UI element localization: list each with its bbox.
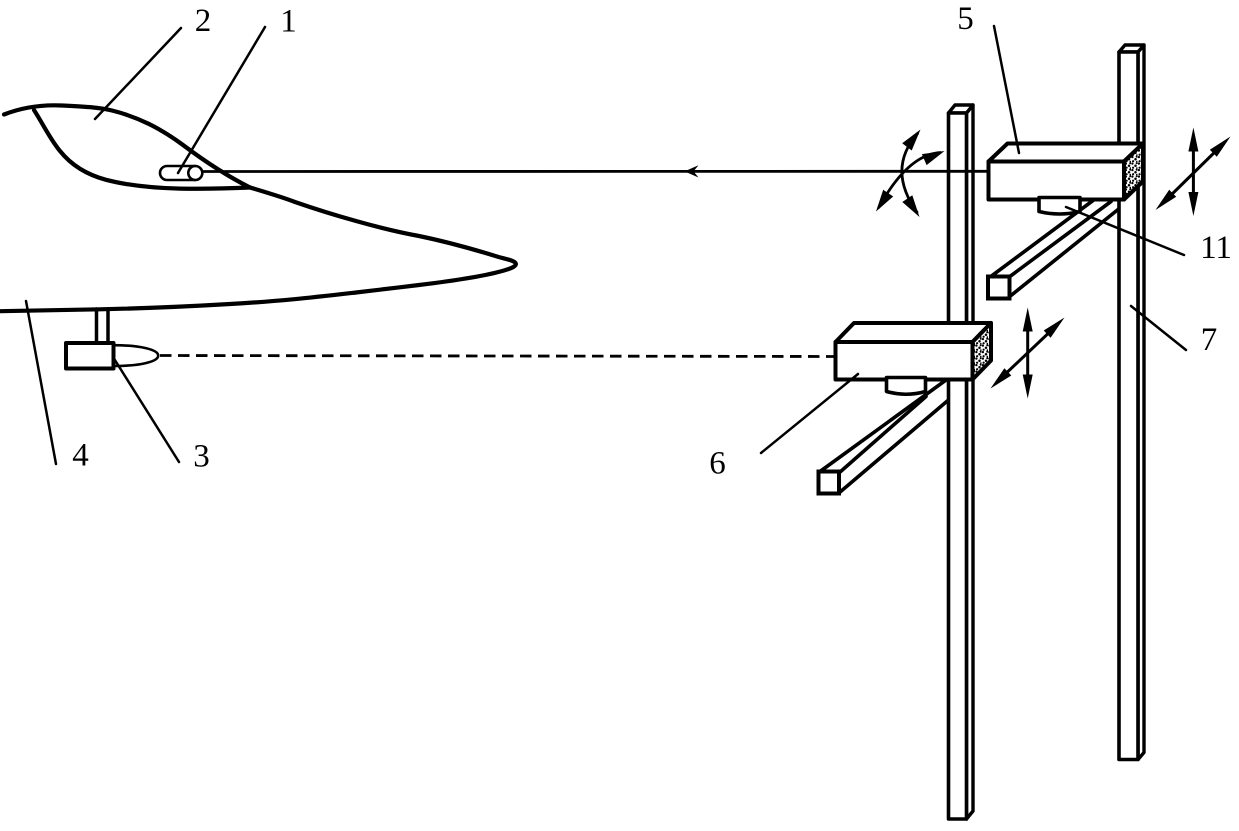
svg-text:11: 11: [1200, 230, 1232, 266]
svg-text:5: 5: [957, 1, 974, 37]
svg-text:2: 2: [195, 3, 212, 39]
svg-text:7: 7: [1201, 322, 1218, 358]
svg-text:1: 1: [280, 4, 297, 40]
svg-text:6: 6: [709, 446, 726, 482]
svg-text:3: 3: [193, 439, 210, 475]
svg-text:4: 4: [72, 438, 89, 474]
